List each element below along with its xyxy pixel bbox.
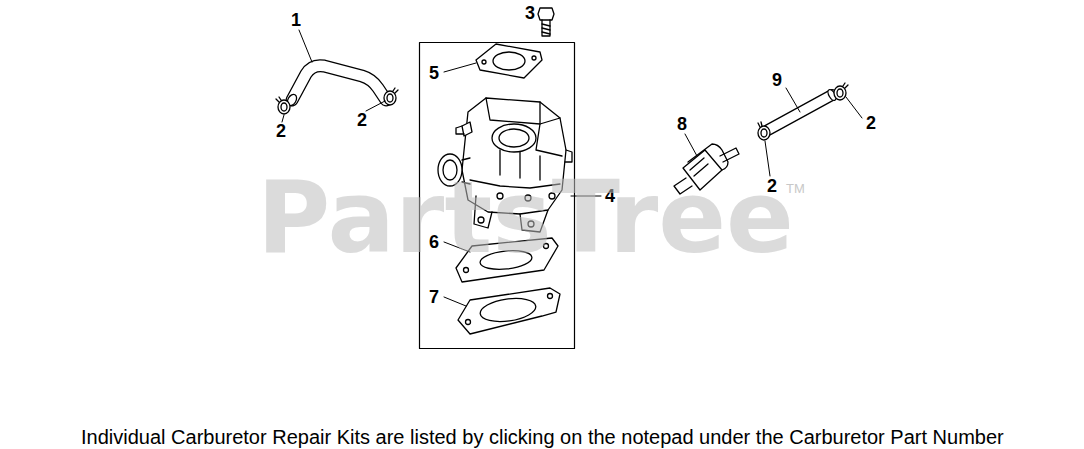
- bolt: [538, 8, 554, 36]
- gasket: [476, 44, 542, 78]
- gasket: [458, 288, 560, 334]
- hose: [768, 88, 838, 130]
- callout-number: 9: [772, 71, 782, 89]
- callout-number: 7: [429, 288, 439, 306]
- hose: [286, 66, 386, 108]
- callout-number: 8: [677, 115, 687, 133]
- hose-clamp: [758, 83, 848, 140]
- callout-number: 2: [866, 114, 876, 132]
- callout-number: 5: [429, 64, 439, 82]
- caption: Individual Carburetor Repair Kits are li…: [81, 426, 1004, 448]
- callout-number: 3: [525, 4, 535, 22]
- callout-number: 2: [276, 122, 286, 140]
- hose-clamp: [276, 88, 398, 114]
- watermark: PartsTree: [257, 168, 794, 268]
- trademark-mark: TM: [786, 182, 805, 195]
- callout-number: 1: [291, 11, 301, 29]
- callout-number: 2: [357, 111, 367, 129]
